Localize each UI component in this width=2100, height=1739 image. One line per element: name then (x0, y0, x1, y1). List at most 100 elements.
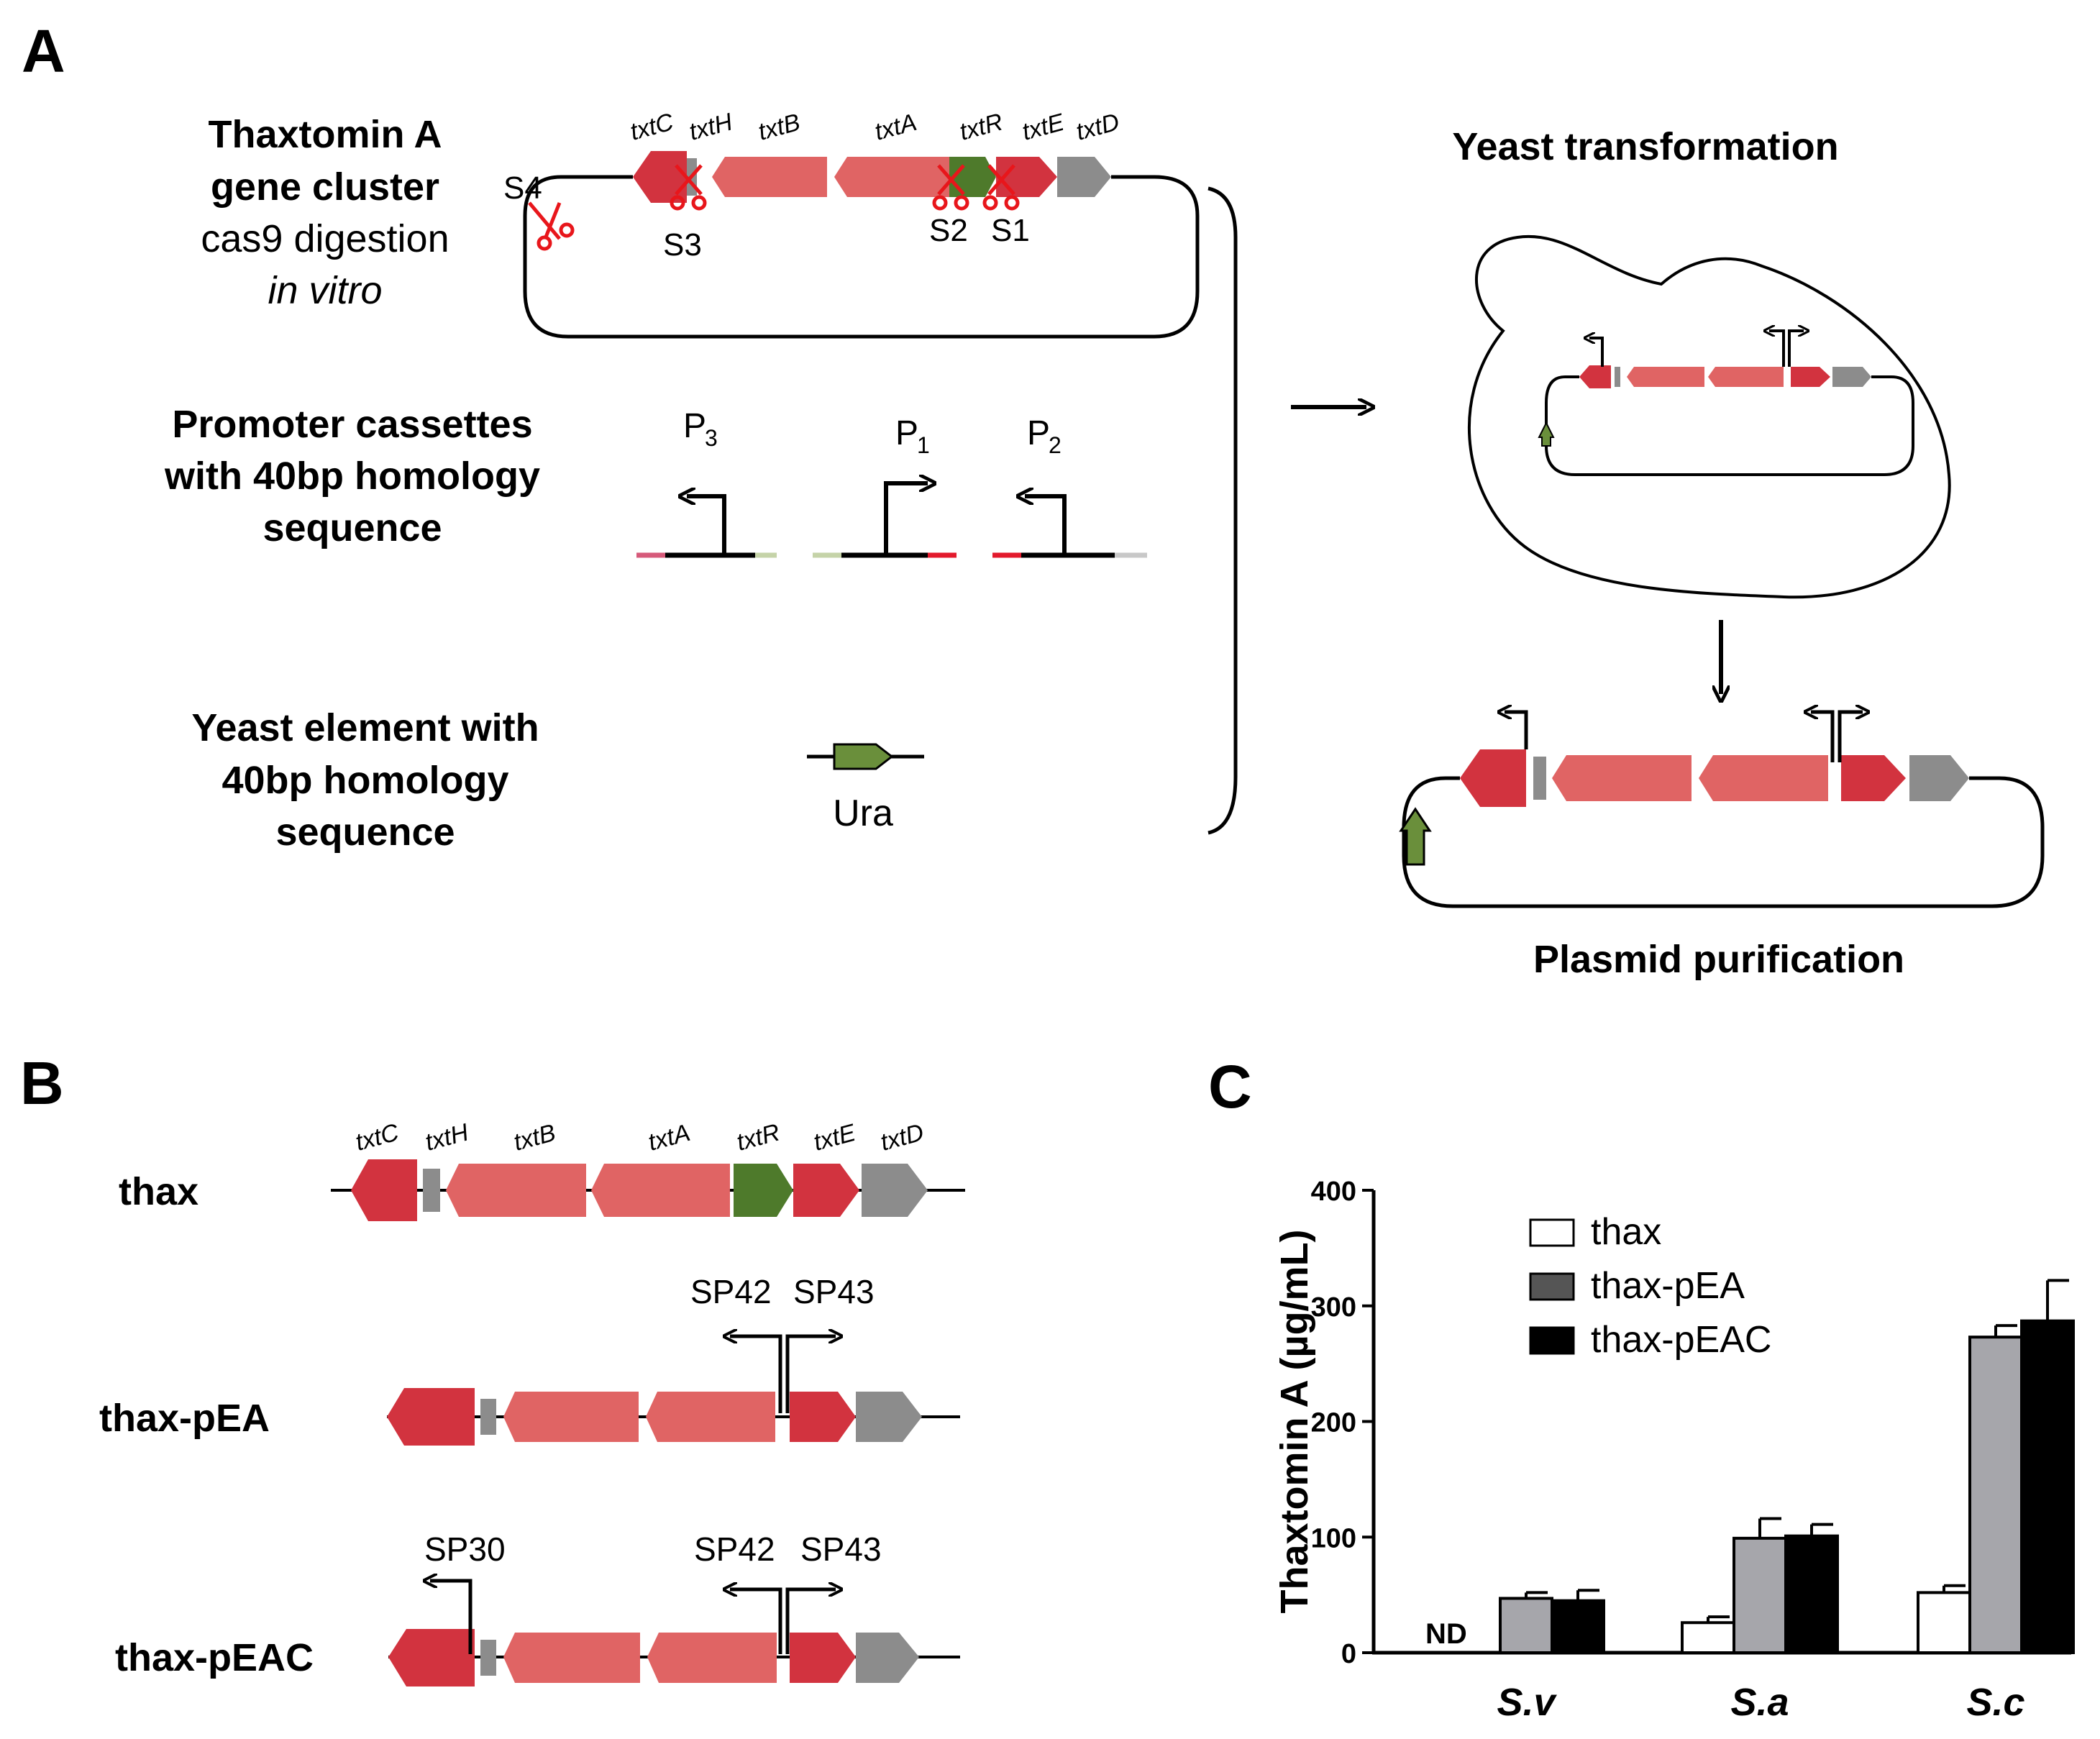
cut-site-s3: S3 (663, 227, 702, 263)
panel-label-b: B (20, 1049, 64, 1117)
scissors-icon (982, 164, 1020, 211)
legend-swatch (1529, 1326, 1575, 1355)
promoter-cassette-p1: P 1 (813, 414, 957, 558)
bar (1499, 1597, 1553, 1655)
legend-label: thax (1591, 1211, 1661, 1253)
yeast-element-title-line3: sequence (275, 811, 455, 854)
gene-txta-arrow (834, 157, 949, 197)
legend-label: thax-pEA (1591, 1265, 1745, 1307)
bar (1784, 1534, 1839, 1655)
cut-site-s4: S4 (503, 170, 542, 206)
promoter-p3-sub: 3 (705, 425, 718, 451)
b-gene-label-txtb: txtB (511, 1119, 558, 1156)
bar (1917, 1591, 1971, 1654)
yeast-element-title-line2: 40bp homology (222, 759, 508, 802)
promoter-p3-letter: P (683, 407, 706, 445)
construct-name-thax-peac: thax-pEAC (115, 1636, 314, 1679)
ura-label: Ura (833, 793, 893, 834)
legend-swatch (1529, 1218, 1575, 1247)
purified-gene-txte (1841, 755, 1906, 801)
gene-label-txtd: txtD (1073, 108, 1122, 145)
promoter-label-sp42: SP42 (694, 1530, 775, 1568)
purified-plasmid (1399, 712, 2045, 908)
purified-gene-txtc (1460, 749, 1526, 807)
purified-ura-arrow (1399, 807, 1432, 866)
gene-label-txth: txtH (686, 108, 736, 145)
gene-txtb-arrow (712, 157, 827, 197)
cut-site-s2: S2 (929, 213, 968, 248)
bar (1732, 1536, 1787, 1654)
cluster-genes (633, 151, 1111, 203)
y-tick-label: 400 (1311, 1177, 1356, 1207)
y-tick-label: 300 (1311, 1292, 1356, 1323)
ura-cassette: Ura (807, 743, 924, 834)
gene-txtd-arrow (1057, 157, 1111, 197)
purified-gene-txth (1533, 757, 1546, 800)
annotation-nd: ND (1425, 1618, 1467, 1650)
gene-txtc-arrow (633, 151, 687, 203)
plasmid-backbone (523, 175, 1200, 339)
gene-label-txtc: txtC (627, 108, 677, 145)
scissors-icon (670, 164, 707, 211)
scissors-icon (932, 164, 969, 211)
yeast-element-title-line1: Yeast element with (191, 706, 539, 749)
promoter-p1-letter: P (895, 414, 918, 452)
gene-label-txtr: txtR (957, 108, 1005, 145)
x-tick-label: S.c (1966, 1681, 2024, 1724)
y-tick-label: 100 (1311, 1523, 1356, 1553)
bar (1551, 1599, 1605, 1655)
cut-site-s1: S1 (991, 213, 1030, 248)
promoter-title-line3: sequence (262, 506, 442, 549)
panel-label-c: C (1208, 1053, 1252, 1120)
legend-swatch (1529, 1272, 1575, 1301)
b-gene-label-txte: txtE (811, 1119, 859, 1156)
construct-gene-labels: txtC txtH txtB txtA txtR txtE txtD (352, 1118, 926, 1156)
construct-name-thax: thax (119, 1170, 198, 1213)
gene-label-txte: txtE (1019, 109, 1067, 146)
promoter-p2-letter: P (1027, 414, 1050, 452)
promoter-label-sp30: SP30 (424, 1530, 506, 1568)
promoter-label-sp42: SP42 (690, 1273, 772, 1310)
cluster-title: Thaxtomin A gene cluster cas9 digestion … (201, 113, 449, 312)
construct-name-thax-pea: thax-pEA (99, 1397, 270, 1440)
cluster-title-line1: Thaxtomin A (208, 113, 442, 156)
construct-thax (331, 1159, 965, 1221)
promoter-title-line1: Promoter cassettes (172, 403, 532, 446)
construct-thax-pea: SP42 SP43 (387, 1273, 960, 1446)
bar (1681, 1621, 1735, 1655)
y-tick-label: 200 (1311, 1408, 1356, 1438)
promoter-label-sp43: SP43 (800, 1530, 882, 1568)
promoter-cassette-p2: P 2 (992, 414, 1147, 558)
purified-gene-txtd (1909, 755, 1969, 801)
cluster-subtitle-italic: in vitro (268, 269, 382, 312)
b-gene-label-txth: txtH (422, 1118, 472, 1156)
cluster-title-line2: gene cluster (211, 165, 439, 209)
construct-thax-peac: SP30 SP42 SP43 (388, 1530, 960, 1686)
x-tick-label: S.a (1730, 1681, 1789, 1724)
yeast-transformation-label: Yeast transformation (1452, 125, 1838, 168)
cut-site-labels: S4 S3 S2 S1 (503, 170, 1030, 263)
scissors-icon (528, 201, 575, 251)
promoter-title: Promoter cassettes with 40bp homology se… (164, 403, 540, 549)
bar (1968, 1336, 2023, 1654)
legend-label: thax-pEAC (1591, 1319, 1771, 1361)
purified-gene-txtb (1552, 755, 1692, 801)
yeast-plasmid (1538, 331, 1914, 476)
plasmid-purification-label: Plasmid purification (1533, 938, 1904, 981)
gene-label-txtb: txtB (755, 109, 803, 146)
gene-label-txta: txtA (872, 109, 919, 146)
panel-label-a: A (22, 17, 65, 85)
bar (2020, 1319, 2075, 1654)
cluster-gene-labels: txtC txtH txtB txtA txtR txtE txtD (627, 108, 1122, 145)
b-gene-label-txtd: txtD (877, 1118, 926, 1156)
promoter-p1-sub: 1 (917, 432, 930, 458)
b-gene-label-txtr: txtR (734, 1118, 782, 1156)
gene-txtr-arrow (949, 157, 996, 197)
promoter-label-sp43: SP43 (793, 1273, 875, 1310)
purified-gene-txta (1699, 755, 1828, 801)
yeast-element-title: Yeast element with 40bp homology sequenc… (191, 706, 539, 854)
y-tick-label: 0 (1341, 1639, 1356, 1669)
grouping-bracket (1208, 186, 1238, 835)
